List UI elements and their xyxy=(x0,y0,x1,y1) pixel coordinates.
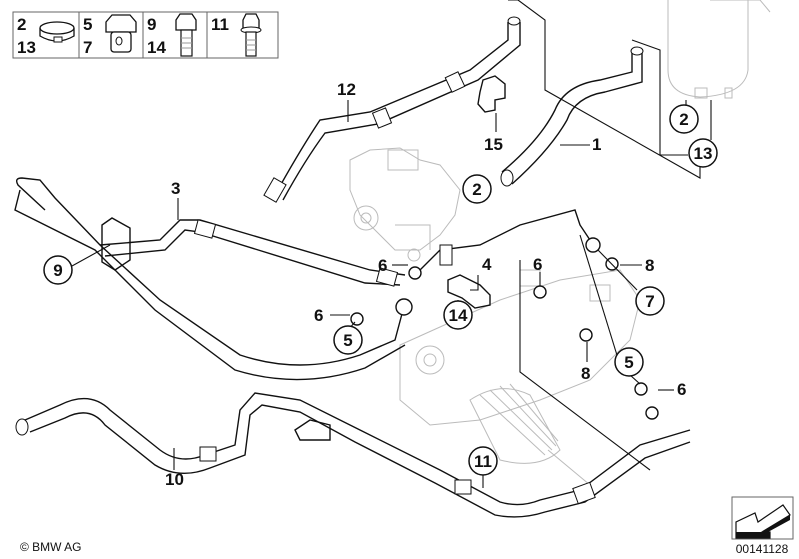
callout-5-bubble[interactable]: 5 xyxy=(614,347,644,377)
callout-11-bubble[interactable]: 11 xyxy=(468,446,498,476)
clip-15 xyxy=(477,75,506,113)
callout-9-bubble[interactable]: 9 xyxy=(43,255,73,285)
hose-1 xyxy=(500,46,644,187)
leader-lines xyxy=(71,0,712,488)
callout-11: 11 xyxy=(474,452,492,471)
legend-cell-clamp[interactable]: 2 13 xyxy=(17,15,75,57)
callout-12[interactable]: 12 xyxy=(337,80,356,99)
power-steering-pump-ghost xyxy=(349,147,461,262)
flange-bolt-icon xyxy=(240,13,262,57)
callout-13-bubble[interactable]: 13 xyxy=(688,138,718,168)
hose-3 xyxy=(14,177,591,381)
callout-2: 2 xyxy=(679,110,688,129)
hose-12 xyxy=(263,16,521,203)
callout-14: 14 xyxy=(449,306,468,325)
callout-14-bubble[interactable]: 14 xyxy=(443,300,473,330)
legend-number: 7 xyxy=(83,38,92,57)
hose-clamp-icon xyxy=(39,21,75,43)
callout-9: 9 xyxy=(53,261,62,280)
legend-number: 9 xyxy=(147,15,156,34)
callout-2-bubble[interactable]: 2 xyxy=(669,104,699,134)
reservoir-ghost xyxy=(667,0,771,99)
hex-bolt-icon xyxy=(175,13,197,57)
bracket-9 xyxy=(101,217,131,271)
legend-cell-banjo[interactable]: 5 7 xyxy=(83,14,137,57)
callout-6[interactable]: 6 xyxy=(677,380,686,399)
legend-cell-hexbolt[interactable]: 9 14 xyxy=(147,13,197,57)
steering-rack-ghost xyxy=(399,269,641,486)
legend-number: 13 xyxy=(17,38,36,57)
callout-15[interactable]: 15 xyxy=(484,135,503,154)
callout-2: 2 xyxy=(472,180,481,199)
callout-1[interactable]: 1 xyxy=(592,135,601,154)
callout-5-bubble[interactable]: 5 xyxy=(333,325,363,355)
callout-4[interactable]: 4 xyxy=(482,255,492,274)
legend-number: 2 xyxy=(17,15,26,34)
washers xyxy=(350,237,659,420)
hose-10 xyxy=(15,392,691,518)
bubble-callouts: 2 2 13 9 5 14 7 5 xyxy=(43,104,718,476)
callout-6[interactable]: 6 xyxy=(378,256,387,275)
legend-number: 11 xyxy=(211,15,229,34)
callout-6[interactable]: 6 xyxy=(314,306,323,325)
callout-3[interactable]: 3 xyxy=(171,179,180,198)
callout-2-bubble[interactable]: 2 xyxy=(462,174,492,204)
copyright-text: © BMW AG xyxy=(20,540,82,554)
legend-cell-flangebolt[interactable]: 11 xyxy=(211,13,262,57)
banjo-bolt-icon xyxy=(105,14,137,53)
callout-labels: 1 12 15 3 6 4 6 6 8 8 6 10 xyxy=(165,80,686,489)
legend-number: 14 xyxy=(147,38,166,57)
callout-5: 5 xyxy=(624,353,633,372)
callout-6[interactable]: 6 xyxy=(533,255,542,274)
callout-8[interactable]: 8 xyxy=(581,364,590,383)
next-page-arrow-icon[interactable] xyxy=(731,496,794,540)
legend-box: 2 13 5 7 9 14 xyxy=(12,11,279,59)
callout-13: 13 xyxy=(694,144,713,163)
callout-8[interactable]: 8 xyxy=(645,256,654,275)
diagram-number: 00141128 xyxy=(736,542,789,556)
legend-number: 5 xyxy=(83,15,92,34)
callout-10[interactable]: 10 xyxy=(165,470,184,489)
callout-7-bubble[interactable]: 7 xyxy=(635,286,665,316)
callout-5: 5 xyxy=(343,331,352,350)
callout-7: 7 xyxy=(645,292,654,311)
bracket-4 xyxy=(447,274,491,309)
